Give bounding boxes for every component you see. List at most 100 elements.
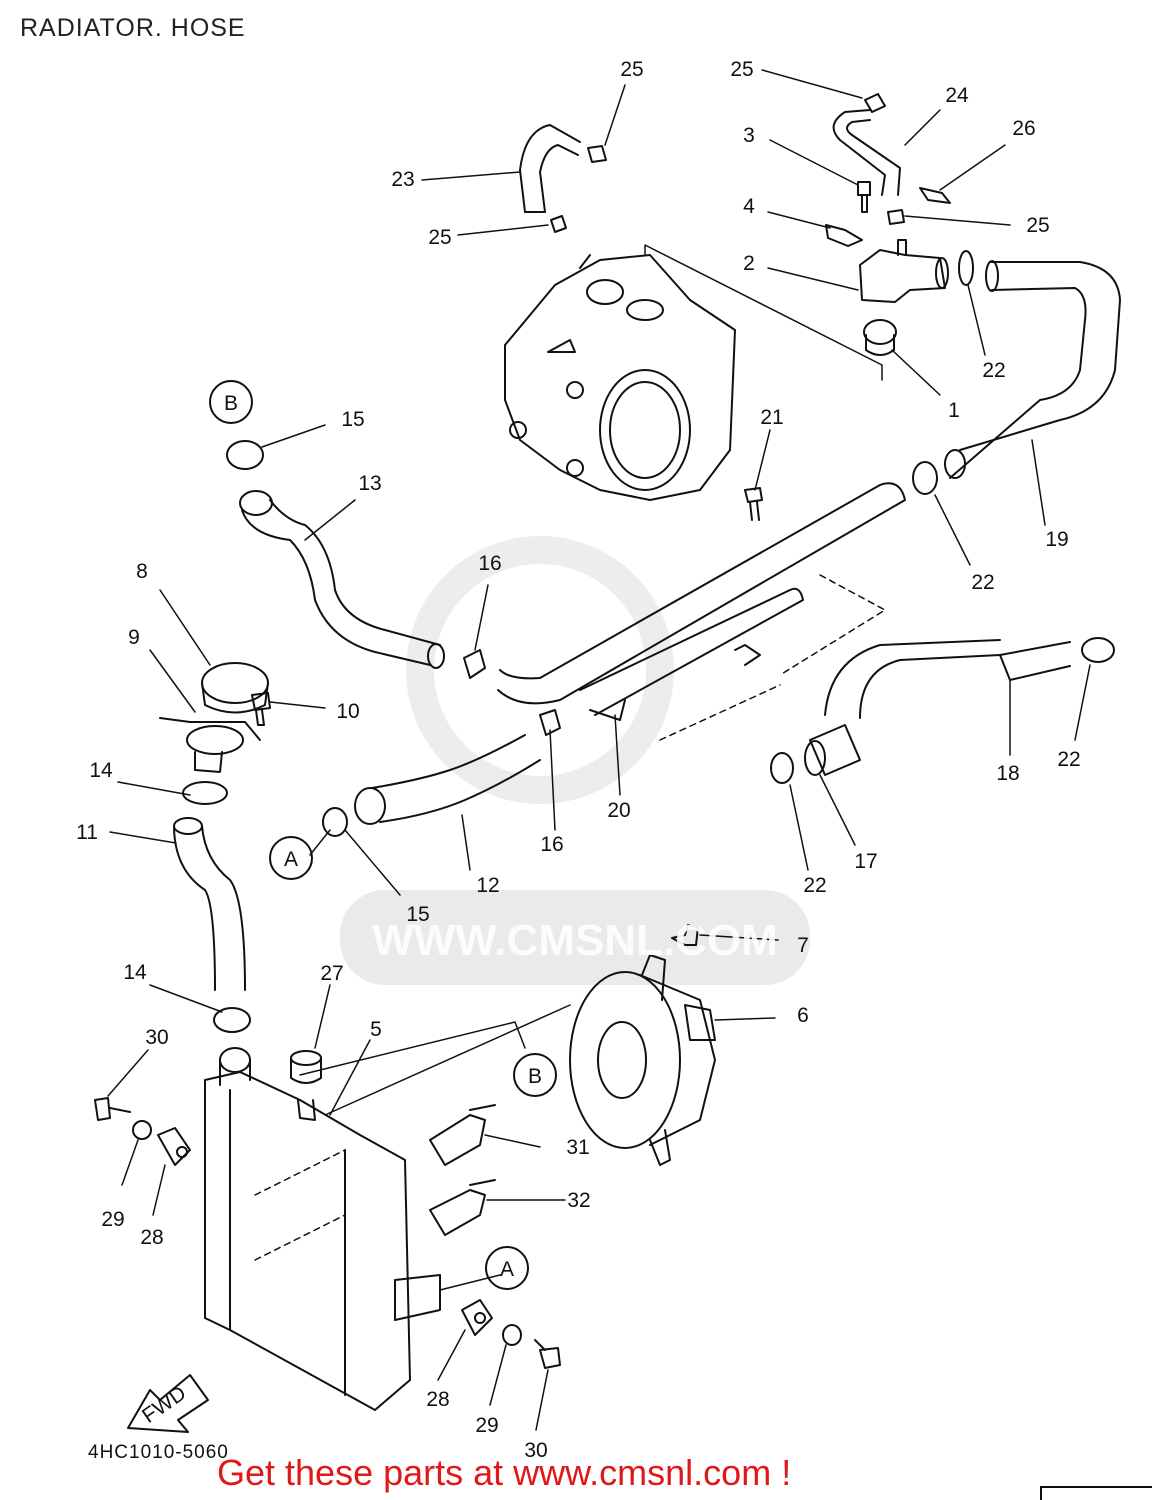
hose-17 [804,724,861,776]
grommet-28-bottom [461,1299,493,1336]
bolt-21 [744,487,763,521]
clamp-14-top [182,781,228,805]
callout-2: 2 [743,252,755,275]
radiator [204,1047,441,1411]
callout-25: 25 [620,58,643,81]
fwd-label: FWD [138,1382,190,1428]
callout-20: 20 [607,799,630,822]
callout-7: 7 [797,934,809,957]
callout-22: 22 [803,874,826,897]
callout-5: 5 [370,1018,382,1041]
clamp-15-top [226,440,264,470]
hose-11 [173,817,246,991]
callout-13: 13 [358,472,381,495]
clip-25-left [587,145,607,163]
ref-b-fan: B [528,1065,542,1088]
clamp-22-right [1081,637,1115,663]
hose-19 [944,260,1121,479]
leader-line [299,1004,571,1116]
callout-29: 29 [475,1414,498,1437]
leader-lines [107,69,1091,1431]
radiator-cap [201,662,269,714]
clip-25-right [887,209,905,225]
ref-b-top: B [224,392,238,415]
promo-link[interactable]: Get these parts at www.cmsnl.com ! [217,1452,792,1493]
callout-1: 1 [948,399,960,422]
callout-32: 32 [567,1189,590,1212]
callout-30: 30 [145,1026,168,1049]
clamp-22-lower [770,752,794,784]
clamp-22-mid [912,461,938,495]
bolt-10 [251,692,271,726]
ref-circle-b-top [209,380,253,424]
thermostat [863,319,897,356]
pipe-20 [497,482,906,721]
callouts: 25 25 24 3 26 23 4 25 25 2 22 1 15 21 13… [76,58,1081,1462]
callout-22: 22 [971,571,994,594]
callout-15: 15 [406,903,429,926]
switch-32 [429,1179,496,1236]
collar-29-bottom [502,1324,522,1346]
callout-9: 9 [128,626,140,649]
callout-25: 25 [730,58,753,81]
callout-14: 14 [123,961,147,984]
watermark-text: WWW.CMSNL.COM [372,916,778,965]
clamp-4 [825,224,863,247]
ref-circle-a-bottom [485,1246,529,1290]
cylinder-head [504,254,736,501]
bolt-7 [671,924,699,946]
clamp-22-upper [958,250,974,286]
leader-line [254,1149,346,1261]
callout-18: 18 [996,762,1019,785]
callout-10: 10 [336,700,359,723]
corner-frame [1040,1486,1152,1500]
callout-28: 28 [426,1388,449,1411]
callout-25: 25 [1026,214,1049,237]
callout-22: 22 [1057,748,1080,771]
callout-21: 21 [760,406,783,429]
bolt-30-bottom [534,1339,561,1369]
clamp-15-lower [322,807,348,837]
callout-14: 14 [89,759,113,782]
callout-31: 31 [566,1136,589,1159]
clamp-14-bottom [213,1007,251,1033]
callout-29: 29 [101,1208,124,1231]
callout-6: 6 [797,1004,809,1027]
hose-18 [824,639,1071,719]
callout-17: 17 [854,850,877,873]
callout-11: 11 [76,821,98,844]
hose-13 [239,490,445,669]
callout-27: 27 [320,962,343,985]
filler-neck [159,717,261,773]
callout-28: 28 [140,1226,163,1249]
ref-circle-b-fan [513,1053,557,1097]
fwd-arrow-icon [127,1374,209,1433]
callout-19: 19 [1045,528,1068,551]
rubber-27 [290,1050,322,1084]
bolt-3 [857,181,871,213]
switch-31 [429,1104,496,1166]
page-title: RADIATOR. HOSE [20,14,246,42]
fan-motor [569,954,716,1166]
callout-3: 3 [743,124,755,147]
callout-25: 25 [428,226,451,249]
ref-a-left: A [284,848,298,871]
callout-26: 26 [1012,117,1035,140]
collar-29-left [132,1120,152,1140]
callout-8: 8 [136,560,148,583]
watermark-logo [340,536,810,985]
thermostat-housing [859,239,949,303]
callout-24: 24 [945,84,969,107]
hose-23 [519,124,581,213]
callout-12: 12 [476,874,499,897]
hose-12 [354,734,541,825]
callout-4: 4 [743,195,755,218]
clip-25-top [864,93,886,113]
leader-line [659,574,886,741]
callout-22: 22 [982,359,1005,382]
clamp-16-upper [463,649,486,679]
clamp-16-lower [539,709,561,736]
leader-line [644,244,883,381]
callout-16: 16 [540,833,563,856]
bolt-30-left [94,1097,131,1121]
